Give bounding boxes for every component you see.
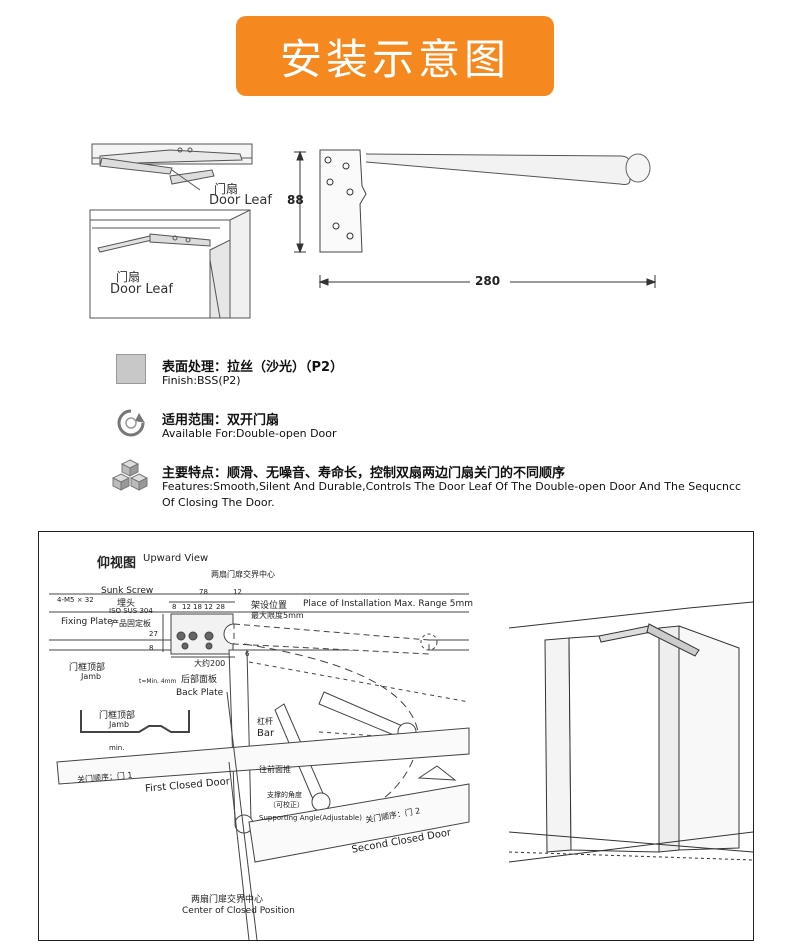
dim-small-1: 12 <box>182 603 191 611</box>
t-min: t=Min. 4mm <box>139 678 177 685</box>
jamb2-en: Jamb <box>109 720 130 729</box>
dim-27: 27 <box>149 630 158 638</box>
dim-small-2: 18 <box>193 603 202 611</box>
upward-view-drawing <box>49 593 753 940</box>
feature-finish-cn: 表面处理：拉丝（沙光）（P2） <box>162 360 344 375</box>
door-perspective-scene <box>508 601 753 863</box>
center-top-label: 两扇门扉交界中心 <box>211 570 275 579</box>
center-bottom-en: Center of Closed Position <box>182 906 295 916</box>
feature-usage-cn: 适用范围：双开门扇 <box>162 413 280 428</box>
install-position-en: Place of Installation Max. Range 5mm <box>303 599 474 609</box>
finish-swatch-icon <box>116 354 146 384</box>
feature-usage-en: Available For:Double-open Door <box>162 427 337 440</box>
back-plate-cn: 后部面板 <box>181 675 218 685</box>
bar-en: Bar <box>257 728 275 739</box>
fixing-plate-en: Fixing Plate <box>61 617 113 627</box>
center-bottom-cn: 两扇门扉交界中心 <box>191 895 264 905</box>
fixing-plate-cn: 产品固定板 <box>111 619 151 628</box>
dim-small-4: 28 <box>216 603 225 611</box>
install-max-cn: 最大限度5mm <box>251 611 304 620</box>
technical-drawing-panel: 仰视图 Upward View 两扇门扉交界中心 Sunk Screw 埋头 4… <box>38 531 754 941</box>
about-200: 大约200 <box>194 659 226 668</box>
jamb2-cn: 门框顶部 <box>99 711 136 721</box>
push-forward-cn: 往前面推 <box>259 765 291 774</box>
dim-88: 88 <box>287 193 304 207</box>
min-label: min. <box>109 744 125 752</box>
door-leaf-label-cn-2: 门扇 <box>116 270 141 284</box>
door-leaf-label-cn-1: 门扇 <box>214 182 239 196</box>
dim-small-3: 12 <box>204 603 213 611</box>
support-angle-en: Supporting Angle(Adjustable) <box>259 814 362 822</box>
upward-view-label-cn: 仰视图 <box>97 556 137 571</box>
dim-78: 78 <box>199 588 208 596</box>
support-angle-cn: 支撑的角度 <box>267 791 302 799</box>
sketch-top-view <box>91 143 253 191</box>
feature-main-en-1: Features:Smooth,Silent And Durable,Contr… <box>162 480 742 493</box>
dim-8: 8 <box>149 644 154 652</box>
dim-280: 280 <box>475 274 501 288</box>
install-position-cn: 架设位置 <box>251 601 288 611</box>
support-adjustable-cn: （可校正） <box>269 801 304 809</box>
iso-spec: ISO SUS 304 <box>109 607 153 615</box>
door-leaf-label-en-1: Door Leaf <box>209 193 272 208</box>
cubes-icon <box>112 459 148 491</box>
dim-6: 6 <box>245 650 250 658</box>
feature-main-cn: 主要特点：顺滑、无噪音、寿命长，控制双扇两边门扇关门的不同顺序 <box>162 466 566 481</box>
bar-cn: 杠杆 <box>257 717 273 726</box>
feature-finish-en: Finish:BSS(P2) <box>162 374 241 387</box>
dimension-drawing <box>294 149 657 288</box>
upward-view-label-en: Upward View <box>143 553 209 564</box>
dim-label-bg <box>470 274 510 290</box>
dim-small-0: 8 <box>172 603 177 611</box>
dim-12: 12 <box>233 588 242 596</box>
jamb-en: Jamb <box>81 672 102 681</box>
screw-spec: 4-M5 × 32 <box>57 596 94 604</box>
sketch-perspective <box>89 209 251 319</box>
sunk-screw-cn: 埋头 <box>117 599 136 609</box>
back-plate-en: Back Plate <box>176 688 224 698</box>
installation-sketch <box>89 143 657 319</box>
door-leaf-label-en-2: Door Leaf <box>110 282 173 297</box>
page-title: 安装示意图 <box>236 16 554 96</box>
feature-main-en-2: Of Closing The Door. <box>162 496 275 509</box>
jamb-cn: 门框顶部 <box>69 663 106 673</box>
rotate-arrow-icon <box>117 409 145 437</box>
sunk-screw-en: Sunk Screw <box>101 586 154 596</box>
